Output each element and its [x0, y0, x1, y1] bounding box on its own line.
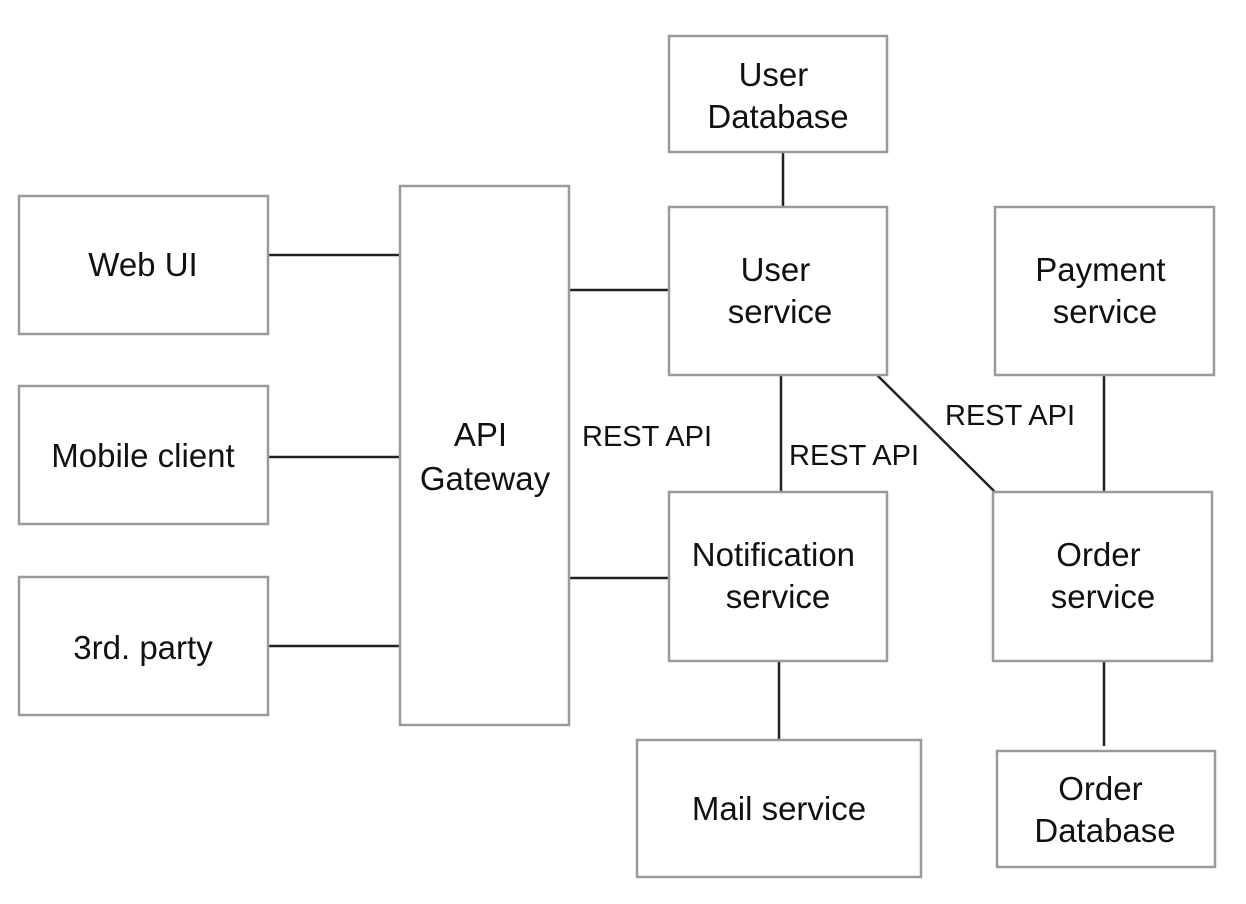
- payment-service-label: Payment service: [1035, 251, 1174, 330]
- connectors: [268, 152, 1106, 746]
- mobile-client-label: Mobile client: [51, 437, 234, 474]
- third-party-label: 3rd. party: [73, 629, 213, 666]
- order-database-label: Order Database: [1034, 770, 1175, 849]
- api-gateway-box: API Gateway: [398, 184, 571, 727]
- user-database-box: User Database: [667, 34, 889, 154]
- mobile-client-box: Mobile client: [17, 384, 270, 526]
- order-service-label: Order service: [1051, 536, 1156, 615]
- mail-service-box: Mail service: [635, 738, 923, 879]
- web-ui-box: Web UI: [17, 194, 270, 336]
- third-party-box: 3rd. party: [17, 575, 270, 717]
- gateway-rest-api-label: REST API: [582, 421, 712, 453]
- user-service-label: User service: [728, 251, 833, 330]
- payment-service-box: Payment service: [993, 205, 1216, 377]
- notification-service-label: Notification service: [692, 536, 864, 615]
- api-gateway-label: API Gateway: [420, 416, 551, 497]
- web-ui-label: Web UI: [88, 246, 197, 283]
- order-service-box: Order service: [991, 490, 1214, 663]
- order-database-box: Order Database: [995, 749, 1217, 869]
- edge-userservice-order: [876, 374, 996, 493]
- notification-service-box: Notification service: [667, 490, 889, 663]
- mail-service-label: Mail service: [692, 790, 866, 827]
- user-notification-rest-api-label: REST API: [789, 440, 919, 472]
- user-service-box: User service: [667, 205, 889, 377]
- user-order-rest-api-label: REST API: [945, 400, 1075, 432]
- user-database-label: User Database: [707, 56, 848, 135]
